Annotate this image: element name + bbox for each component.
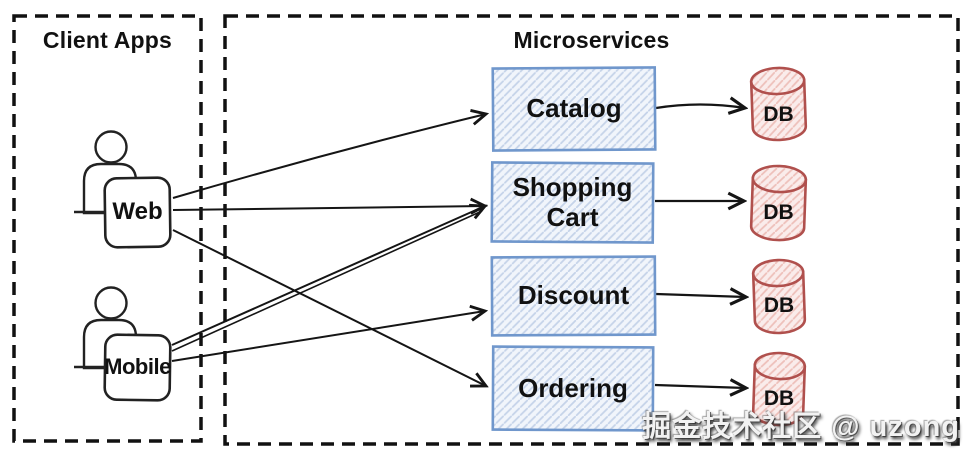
db-label-catalog: DB xyxy=(763,103,794,127)
mobile-client-label: Mobile xyxy=(104,354,171,380)
arrow-mobile-shopping-cart-overdraw xyxy=(171,210,483,352)
db-cylinder-discount xyxy=(751,258,807,335)
catalog-service-label: Catalog xyxy=(526,93,622,124)
arrow-mobile-discount xyxy=(171,311,485,362)
db-cylinder-catalog xyxy=(749,66,808,142)
db-label-shopping-cart: DB xyxy=(763,201,794,225)
arrow-catalog-db xyxy=(655,105,745,109)
ordering-service-label: Ordering xyxy=(518,372,628,403)
db-cylinder-ordering xyxy=(751,351,807,427)
client-service-arrows xyxy=(171,114,486,386)
db-cylinders xyxy=(749,66,808,427)
microservices-title: Microservices xyxy=(513,27,670,54)
arrow-ordering-db xyxy=(654,385,746,388)
discount-service-label: Discount xyxy=(517,280,630,311)
watermark-text: 掘金技术社区 @ uzong xyxy=(642,411,960,443)
web-client-label: Web xyxy=(112,198,163,226)
shopping-cart-box xyxy=(490,161,655,244)
service-db-arrows xyxy=(654,105,746,389)
arrow-web-shopping-cart xyxy=(172,206,485,210)
catalog-box xyxy=(491,66,657,152)
arrow-web-catalog xyxy=(172,114,486,199)
db-label-ordering: DB xyxy=(763,387,795,411)
client-apps-title: Client Apps xyxy=(42,27,173,54)
arrow-mobile-shopping-cart xyxy=(171,206,485,346)
ordering-box xyxy=(491,345,655,432)
client-apps-zone-border xyxy=(12,14,203,443)
shopping-cart-service-label: Shopping Cart xyxy=(512,172,633,232)
arrow-web-ordering xyxy=(172,229,486,386)
db-label-discount: DB xyxy=(763,294,795,318)
service-boxes xyxy=(490,66,657,432)
mobile-client-box xyxy=(103,333,172,402)
web-client-box xyxy=(103,176,172,249)
microservices-zone-border xyxy=(223,14,960,446)
db-cylinder-shopping-cart xyxy=(749,164,808,242)
arrow-discount-db xyxy=(655,294,746,297)
discount-box xyxy=(490,255,657,337)
